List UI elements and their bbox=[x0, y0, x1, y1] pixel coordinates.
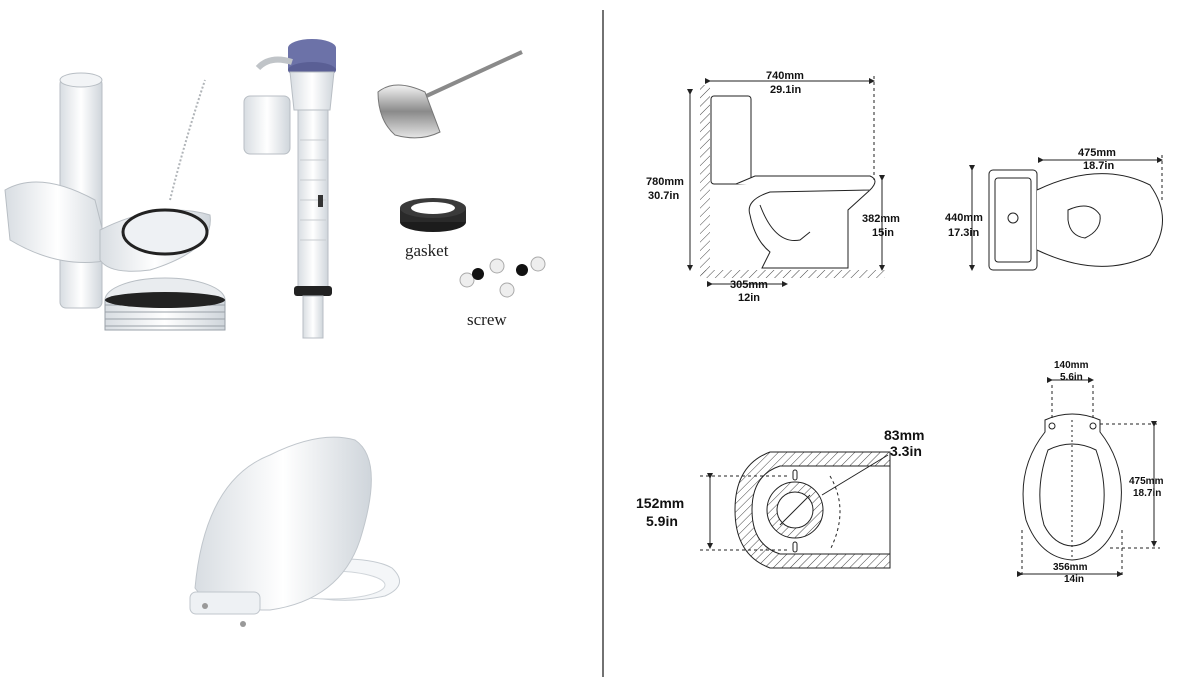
side-view-drawing bbox=[687, 76, 885, 287]
top-width-in: 17.3in bbox=[948, 227, 979, 239]
side-width-mm: 740mm bbox=[766, 70, 804, 82]
top-width-mm: 440mm bbox=[945, 212, 983, 224]
side-seat-height-in: 15in bbox=[872, 227, 894, 239]
side-height-mm: 780mm bbox=[646, 176, 684, 188]
top-length-in: 18.7in bbox=[1083, 160, 1114, 172]
seat-width-mm: 356mm bbox=[1053, 562, 1088, 573]
screw-label: screw bbox=[467, 310, 507, 329]
seat-hinge-mm: 140mm bbox=[1054, 360, 1089, 371]
side-rough-in-mm: 305mm bbox=[730, 279, 768, 291]
gasket-label: gasket bbox=[405, 241, 449, 260]
outlet-span-mm: 152mm bbox=[636, 495, 684, 511]
flush-valve-photo bbox=[4, 72, 226, 331]
seat-length-in: 18.7in bbox=[1133, 488, 1161, 499]
side-rough-in-in: 12in bbox=[738, 292, 760, 304]
side-width-in: 29.1in bbox=[770, 84, 801, 96]
toilet-seat-photo bbox=[189, 436, 400, 627]
top-view-drawing bbox=[969, 155, 1163, 271]
seat-drawing bbox=[1017, 377, 1160, 578]
flush-handle-photo bbox=[377, 50, 523, 139]
seat-width-in: 14in bbox=[1064, 574, 1084, 585]
side-seat-height-mm: 382mm bbox=[862, 213, 900, 225]
seat-length-mm: 475mm bbox=[1129, 476, 1164, 487]
top-length-mm: 475mm bbox=[1078, 147, 1116, 159]
side-height-in: 30.7in bbox=[648, 190, 679, 202]
screw-photo bbox=[459, 256, 546, 298]
gasket-photo bbox=[400, 198, 466, 232]
outlet-diameter-mm: 83mm bbox=[884, 427, 924, 443]
outlet-diameter-in: 3.3in bbox=[890, 443, 922, 459]
outlet-drawing bbox=[700, 451, 891, 569]
fill-valve-photo bbox=[243, 39, 336, 339]
seat-hinge-in: 5.6in bbox=[1060, 372, 1083, 383]
outlet-span-in: 5.9in bbox=[646, 513, 678, 529]
